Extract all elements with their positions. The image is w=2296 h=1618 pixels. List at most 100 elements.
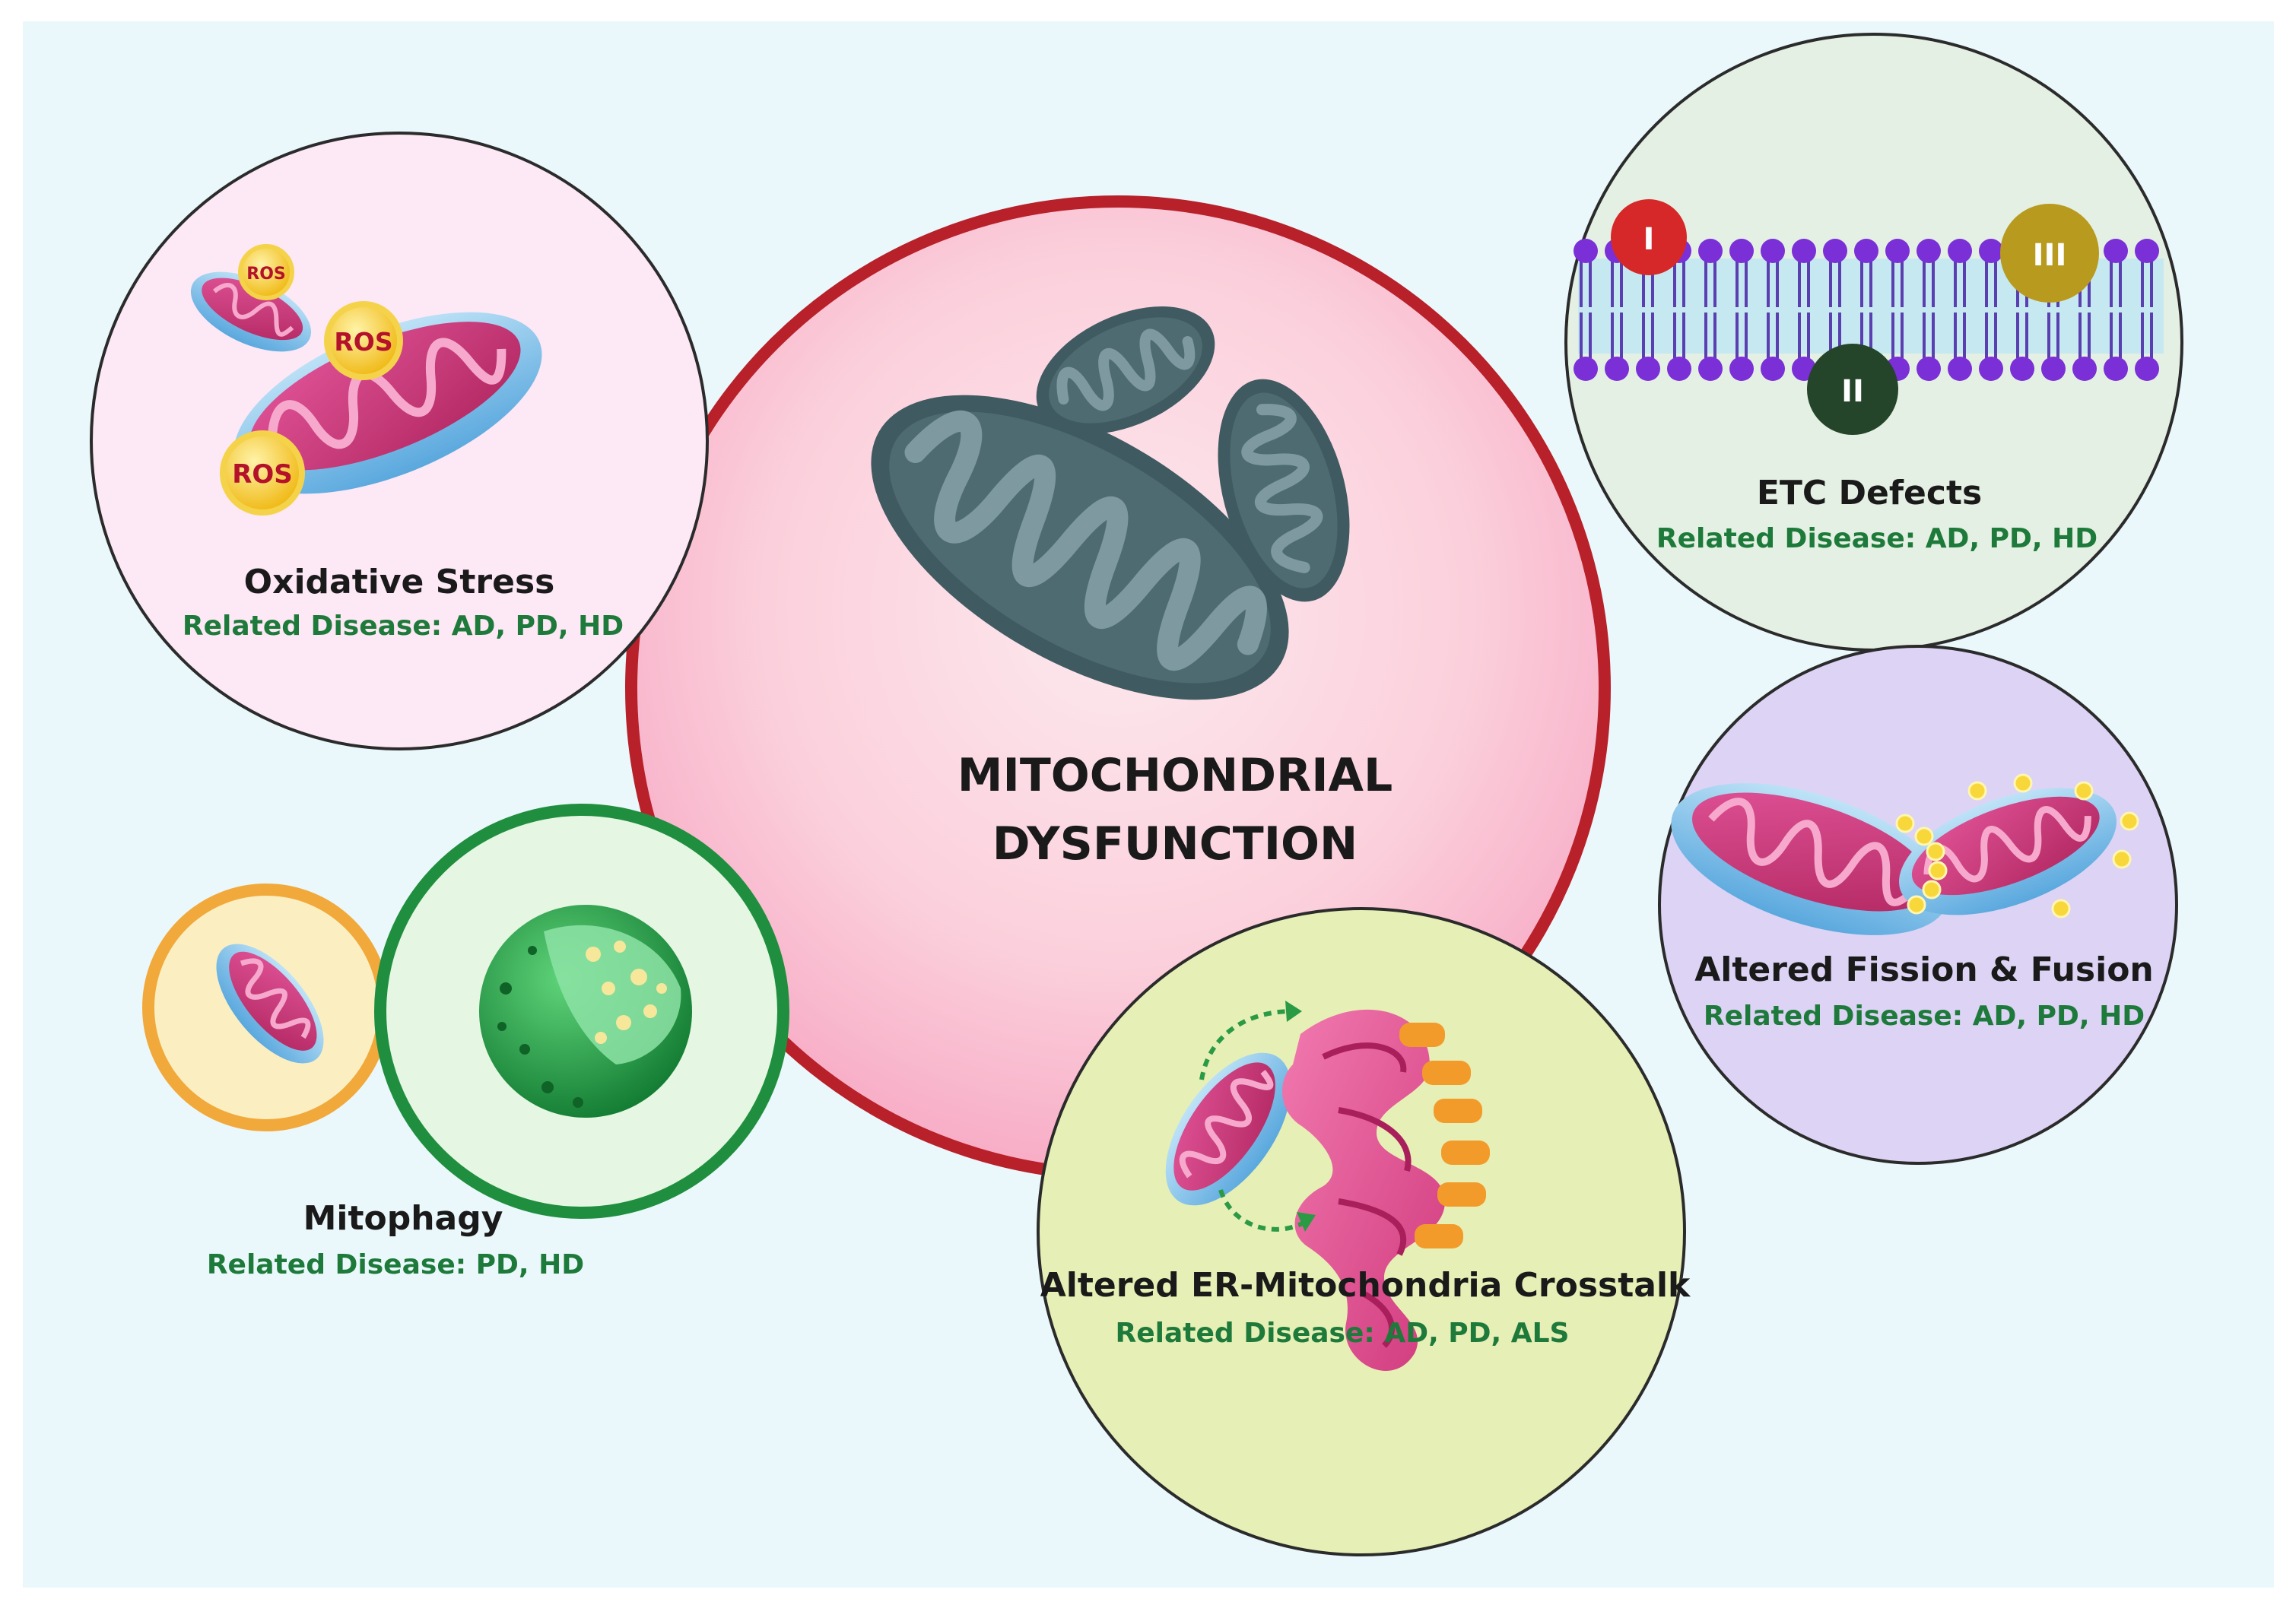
- lipid-head: [1729, 239, 1754, 263]
- oxidative-stress-title: Oxidative Stress: [244, 563, 555, 601]
- lipid-tail: [1891, 262, 1904, 307]
- ros-label: ROS: [334, 327, 392, 357]
- fusion-particle: [1914, 826, 1934, 846]
- lipid-head: [1885, 239, 1910, 263]
- lipid-head: [2135, 239, 2159, 263]
- er-crosstalk-disease: Related Disease: AD, PD, ALS: [1116, 1318, 1570, 1349]
- fusion-particle: [1907, 895, 1926, 915]
- lipid-head: [2104, 239, 2128, 263]
- lipid-head: [1698, 239, 1723, 263]
- lipid-tail: [2141, 312, 2153, 358]
- lipid-tail: [2078, 312, 2091, 358]
- lipid-head: [1917, 239, 1941, 263]
- fusion-particle: [2051, 899, 2071, 918]
- lipid-tail: [1580, 262, 1592, 307]
- lipid-head: [2135, 357, 2159, 381]
- lipid-tail: [1611, 262, 1623, 307]
- lipid-tail: [1860, 262, 1872, 307]
- lipid-head: [1761, 357, 1785, 381]
- complex-I-badge: I: [1611, 199, 1687, 275]
- lipid-tail: [2016, 312, 2028, 358]
- lipid-tail: [1985, 262, 1997, 307]
- ros-badge: ROS: [220, 430, 305, 516]
- fission-fusion-panel: [1658, 645, 2178, 1165]
- lipid-tail: [1611, 312, 1623, 358]
- fusion-particle: [2074, 781, 2094, 801]
- fission-fusion-disease: Related Disease: AD, PD, HD: [1704, 1001, 2145, 1032]
- lipid-tail: [1767, 262, 1779, 307]
- etc-defects-disease: Related Disease: AD, PD, HD: [1656, 523, 2098, 554]
- fusion-particle: [1967, 781, 1987, 801]
- complex-III-label: III: [2033, 238, 2067, 273]
- arrowhead-icon: [1285, 1001, 1302, 1022]
- complex-III-badge: III: [2000, 204, 2099, 303]
- lipid-tail: [1704, 312, 1716, 358]
- mitophagy-disease: Related Disease: PD, HD: [207, 1249, 584, 1280]
- lipid-head: [1917, 357, 1941, 381]
- lipid-head: [1948, 239, 1972, 263]
- lipid-tail: [2110, 312, 2122, 358]
- lipid-tail: [1798, 312, 1810, 358]
- lipid-head: [1667, 357, 1691, 381]
- fusion-particles: [1895, 773, 2139, 918]
- fusion-particle: [2120, 811, 2139, 831]
- complex-II-label: II: [1841, 374, 1864, 409]
- lipid-head: [1636, 357, 1660, 381]
- mitochondrion-small-icon: [1036, 306, 1215, 434]
- fusion-particle: [2112, 849, 2132, 869]
- lysosome-icon: [479, 905, 692, 1118]
- lipid-head: [1979, 239, 2003, 263]
- lipid-tail: [1735, 262, 1748, 307]
- lipid-tail: [1642, 312, 1654, 358]
- lipid-head: [1761, 239, 1785, 263]
- center-title-line2: DYSFUNCTION: [992, 817, 1358, 871]
- fission-fusion-title: Altered Fission & Fusion: [1694, 950, 2154, 989]
- etc-defects-title: ETC Defects: [1757, 474, 1982, 512]
- lipid-head: [2010, 357, 2034, 381]
- lipid-tail: [1580, 312, 1592, 358]
- ros-label: ROS: [232, 459, 293, 490]
- lipid-tail: [1673, 262, 1685, 307]
- lipid-tail: [2110, 262, 2122, 307]
- center-title-line1: MITOCHONDRIAL: [957, 749, 1393, 802]
- er-crosstalk-panel: [1037, 907, 1686, 1556]
- mitochondrion-icon: [1671, 783, 1949, 935]
- er-crosstalk-title: Altered ER-Mitochondria Crosstalk: [1040, 1266, 1691, 1305]
- mitochondrion-small-icon: [1218, 379, 1350, 602]
- lipid-tail: [1985, 312, 1997, 358]
- lipid-tail: [2047, 312, 2059, 358]
- lipid-head: [1605, 357, 1629, 381]
- crosstalk-arrow-top: [1199, 1009, 1294, 1080]
- lipid-tail: [1923, 262, 1935, 307]
- lipid-tail: [1954, 312, 1966, 358]
- ros-label: ROS: [246, 265, 286, 284]
- mitochondrion-icon: [233, 312, 542, 494]
- lipid-head: [2104, 357, 2128, 381]
- lipid-tail: [1829, 262, 1841, 307]
- oxidative-stress-disease: Related Disease: AD, PD, HD: [183, 611, 624, 642]
- arrowhead-icon: [1297, 1212, 1316, 1232]
- etc-defects-panel: I II III: [1564, 33, 2183, 652]
- lipid-tail: [1798, 262, 1810, 307]
- fusion-particle: [2013, 773, 2033, 793]
- complex-II-badge: II: [1807, 344, 1898, 435]
- mitochondrion-large-icon: [871, 395, 1289, 700]
- ros-badge: ROS: [324, 301, 403, 380]
- lipid-head: [1574, 239, 1598, 263]
- lipid-head: [1792, 239, 1816, 263]
- lipid-tail: [1954, 262, 1966, 307]
- fusion-particle: [1926, 842, 1945, 861]
- mitochondrion-icon: [190, 271, 312, 352]
- fusion-particle: [1895, 814, 1915, 833]
- lipid-tail: [1704, 262, 1716, 307]
- lipid-head: [1698, 357, 1723, 381]
- lipid-head: [2072, 357, 2097, 381]
- complex-I-label: I: [1643, 222, 1655, 257]
- lipid-tail: [1767, 312, 1779, 358]
- lipid-tail: [1735, 312, 1748, 358]
- lipid-tail: [1923, 312, 1935, 358]
- mitophagy-panel: [142, 804, 789, 1219]
- mitochondrion-icon: [1899, 788, 2117, 915]
- mitophagy-title: Mitophagy: [303, 1199, 503, 1238]
- lipid-head: [1854, 239, 1878, 263]
